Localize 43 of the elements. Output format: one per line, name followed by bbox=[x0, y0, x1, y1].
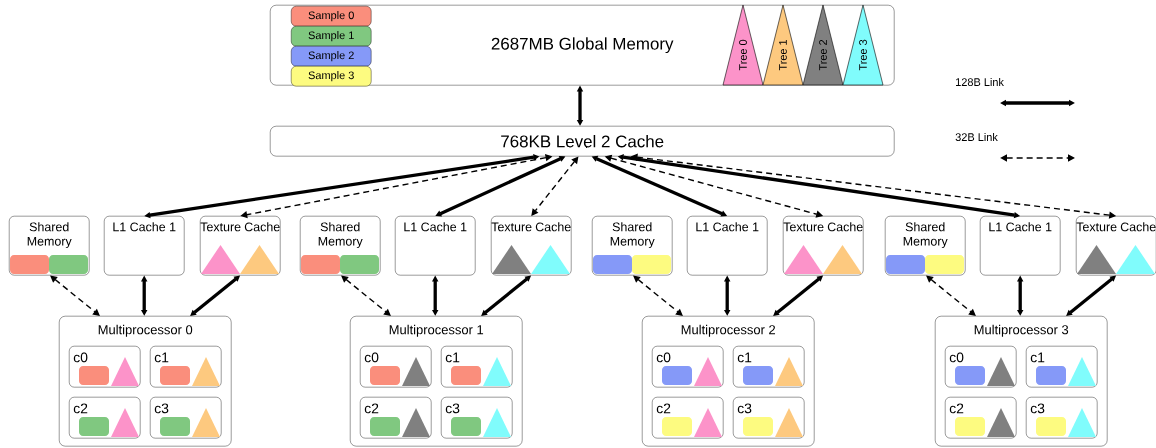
texture-cache-box: Texture Cache bbox=[783, 216, 864, 276]
shared-memory-box: Shared Memory bbox=[592, 216, 673, 276]
texture-cache-box: Texture Cache bbox=[491, 216, 572, 276]
tree-triangle: Tree 2 bbox=[802, 4, 844, 86]
cache-box: L1 Cache 1 bbox=[395, 216, 476, 276]
arrow bbox=[926, 275, 976, 316]
shared-memory-box: Shared Memory bbox=[300, 216, 381, 276]
core-box: c3 bbox=[1026, 397, 1098, 439]
core-box: c1 bbox=[733, 346, 805, 388]
core-box: c2 bbox=[945, 397, 1017, 439]
core-box: c3 bbox=[150, 397, 222, 439]
sample-box: Sample 2 bbox=[291, 46, 372, 67]
core-box: c2 bbox=[360, 397, 432, 439]
sample-box: Sample 3 bbox=[291, 66, 372, 87]
arrow bbox=[633, 275, 683, 316]
texture-cache-box: Texture Cache bbox=[200, 216, 281, 276]
core-box: c2 bbox=[652, 397, 724, 439]
core-box: c0 bbox=[945, 346, 1017, 388]
core-box: c1 bbox=[1026, 346, 1098, 388]
core-box: c0 bbox=[652, 346, 724, 388]
core-box: c2 bbox=[69, 397, 141, 439]
arrow bbox=[531, 156, 579, 216]
cache-box: 768KB Level 2 Cache bbox=[270, 126, 895, 157]
sample-box: Sample 0 bbox=[291, 6, 372, 27]
core-box: c3 bbox=[733, 397, 805, 439]
shared-memory-box: Shared Memory bbox=[885, 216, 966, 276]
tree-triangle: Tree 0 bbox=[722, 4, 764, 86]
tree-triangle: Tree 3 bbox=[842, 4, 884, 86]
core-box: c0 bbox=[360, 346, 432, 388]
core-box: c3 bbox=[441, 397, 513, 439]
core-box: c1 bbox=[150, 346, 222, 388]
cache-box: L1 Cache 1 bbox=[980, 216, 1061, 276]
core-box: c1 bbox=[441, 346, 513, 388]
arrow bbox=[341, 275, 391, 316]
cache-box: L1 Cache 1 bbox=[687, 216, 768, 276]
tree-triangle: Tree 1 bbox=[762, 4, 804, 86]
arrow bbox=[50, 275, 100, 316]
cache-box: L1 Cache 1 bbox=[104, 216, 185, 276]
sample-box: Sample 1 bbox=[291, 26, 372, 47]
legend-label: 32B Link bbox=[955, 132, 998, 141]
shared-memory-box: Shared Memory bbox=[9, 216, 90, 276]
core-box: c0 bbox=[69, 346, 141, 388]
legend-label: 128B Link bbox=[956, 77, 1004, 86]
